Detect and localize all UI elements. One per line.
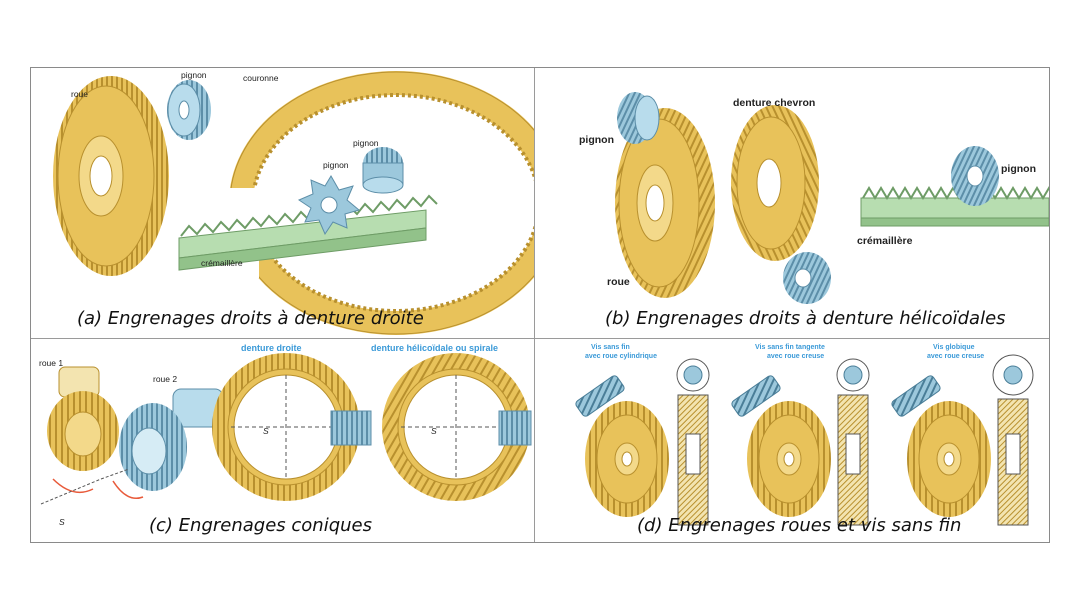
- label-cremaillere-b: crémaillère: [857, 235, 913, 247]
- label-s-left: S: [59, 517, 65, 527]
- label-pignon-rack: pignon: [323, 160, 349, 170]
- label-denture-droite: denture droite: [241, 343, 302, 353]
- panel-d-illustration: Vis sans fin avec roue cylindrique Vis s…: [575, 344, 1034, 526]
- divider-horizontal: [31, 338, 1049, 339]
- pignon-helical-right: [951, 146, 999, 206]
- couronne-ring: [219, 71, 534, 335]
- rotation-arrow-right: [112, 480, 144, 499]
- worm-set-2: [731, 358, 870, 526]
- label-roue2: roue 2: [153, 374, 177, 384]
- panel-c: roue 1 roue 2 S denture droite denture h…: [31, 339, 534, 542]
- label-roue-b: roue: [607, 276, 630, 288]
- worm-set-3: [891, 354, 1034, 526]
- figure-frame: roue pignon couronne pignon pignon créma…: [30, 67, 1050, 543]
- panel-d: Vis sans fin avec roue cylindrique Vis s…: [535, 339, 1049, 542]
- label-vis1-line2: avec roue cylindrique: [585, 353, 657, 360]
- label-vis1-line1: Vis sans fin: [591, 344, 630, 351]
- bevel-crown-straight: [212, 353, 372, 501]
- roue-helical-gear: [615, 108, 715, 298]
- caption-d: (d) Engrenages roues et vis sans fin: [637, 515, 962, 536]
- worm-set-1: [575, 358, 710, 526]
- bevel-crown-spiral: [382, 353, 532, 501]
- panel-c-illustration: roue 1 roue 2 S denture droite denture h…: [39, 343, 532, 527]
- label-s-mid: S: [263, 426, 269, 436]
- caption-b: (b) Engrenages droits à denture hélicoïd…: [605, 308, 1006, 329]
- pignon-gear-rack: [297, 175, 361, 236]
- roue1-bevel: [47, 366, 119, 471]
- label-denture-chevron: denture chevron: [733, 97, 815, 109]
- panel-b-illustration: pignon denture chevron pignon crémaillèr…: [579, 92, 1049, 304]
- label-cremaillere: crémaillère: [201, 258, 243, 268]
- label-vis3-line1: Vis globique: [933, 344, 975, 351]
- divider-vertical: [534, 68, 535, 542]
- panel-a: roue pignon couronne pignon pignon créma…: [31, 68, 534, 338]
- cremaillere-helical-rack: [860, 186, 1049, 227]
- rotation-arrow-left: [52, 478, 94, 494]
- panel-a-illustration: roue pignon couronne pignon pignon créma…: [53, 70, 534, 335]
- pignon-helical-left: [617, 92, 660, 144]
- label-roue: roue: [71, 89, 88, 99]
- label-vis2-line2: avec roue creuse: [767, 353, 824, 360]
- caption-a: (a) Engrenages droits à denture droite: [77, 308, 424, 329]
- roue-gear: [53, 76, 169, 276]
- label-pignon-right: pignon: [1001, 163, 1036, 175]
- label-pignon-left: pignon: [579, 134, 614, 146]
- pignon-chevron: [783, 252, 831, 304]
- axis-line-right: [100, 468, 130, 480]
- label-pignon-ring: pignon: [353, 138, 379, 148]
- label-denture-helicoidale: denture hélicoïdale ou spirale: [371, 343, 498, 353]
- roue2-bevel: [119, 388, 224, 491]
- chevron-gear: [731, 105, 819, 261]
- label-pignon-top: pignon: [181, 70, 207, 80]
- label-vis3-line2: avec roue creuse: [927, 353, 984, 360]
- pignon-gear-ring: [362, 147, 404, 194]
- label-s-right: S: [431, 426, 437, 436]
- label-couronne: couronne: [243, 73, 279, 83]
- caption-c: (c) Engrenages coniques: [149, 515, 372, 536]
- axis-line-left: [40, 478, 102, 505]
- label-vis2-line1: Vis sans fin tangente: [755, 344, 825, 351]
- pignon-gear-top: [167, 80, 211, 140]
- panel-b: pignon denture chevron pignon crémaillèr…: [535, 68, 1049, 338]
- label-roue1: roue 1: [39, 358, 63, 368]
